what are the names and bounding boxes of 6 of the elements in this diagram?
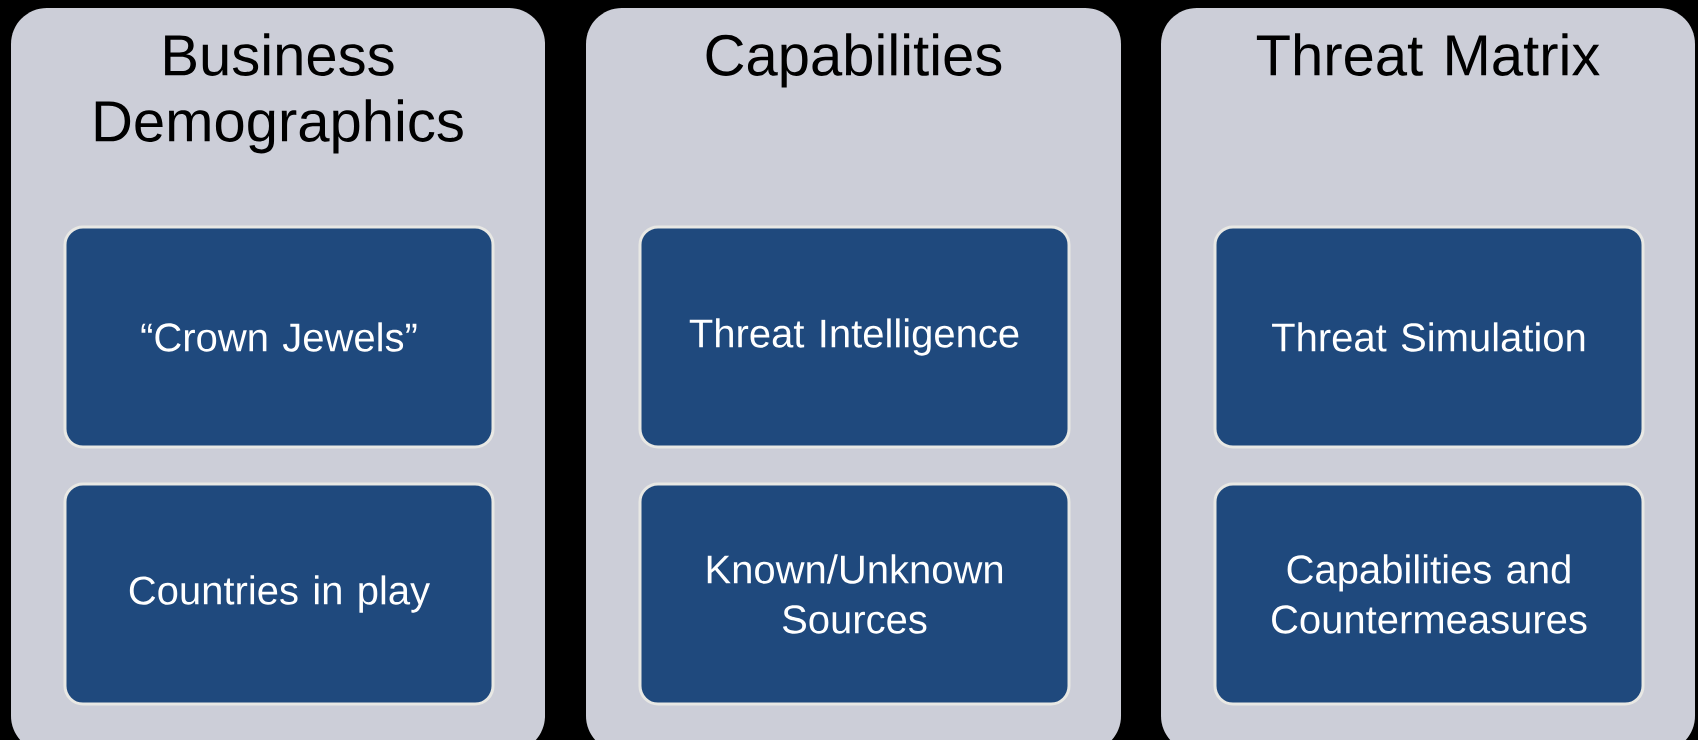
content-box: Countries in play: [63, 482, 495, 706]
content-box: Capabilities and Countermeasures: [1213, 482, 1645, 706]
content-box: Threat Intelligence: [638, 225, 1071, 449]
content-box: “Crown Jewels”: [63, 225, 495, 449]
content-box: Known/Unknown Sources: [638, 482, 1071, 706]
content-box: Threat Simulation: [1213, 225, 1645, 449]
